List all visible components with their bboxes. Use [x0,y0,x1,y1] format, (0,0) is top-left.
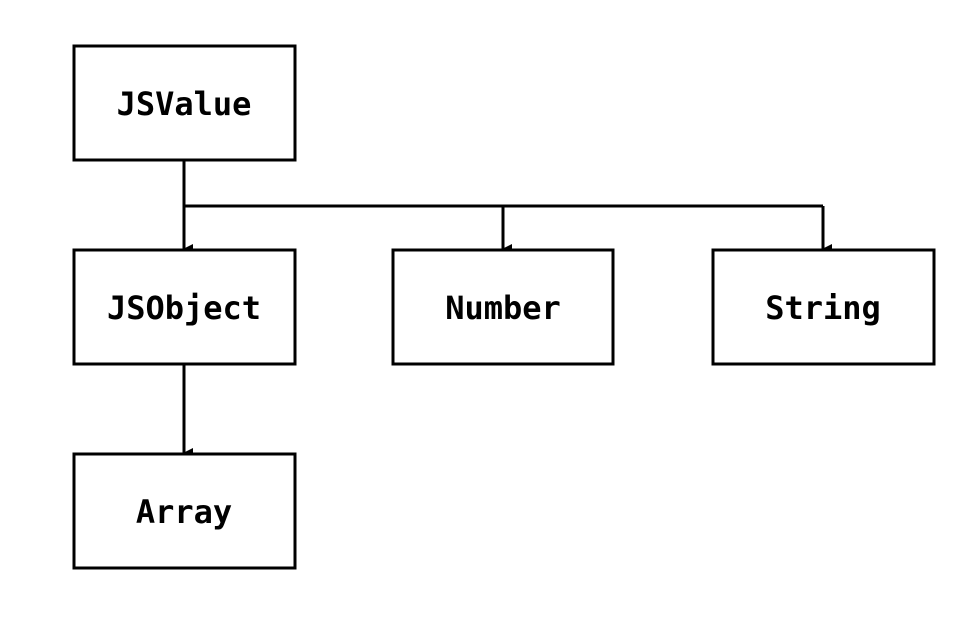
node-jsobject-box [72,248,297,366]
node-jsobject: JSObject [72,248,297,366]
edges [182,160,832,458]
node-string-box [711,248,936,366]
node-jsvalue-label: JSValue [117,85,252,123]
node-array-label: Array [136,493,232,531]
node-array-box [72,452,297,570]
node-jsobject-label: JSObject [107,289,261,327]
node-number: Number [391,248,615,366]
node-number-box [391,248,615,366]
node-jsvalue: JSValue [72,44,297,162]
node-number-label: Number [445,289,561,327]
node-jsvalue-box [72,44,297,162]
node-string: String [711,248,936,366]
node-string-label: String [765,289,881,327]
node-array: Array [72,452,297,570]
